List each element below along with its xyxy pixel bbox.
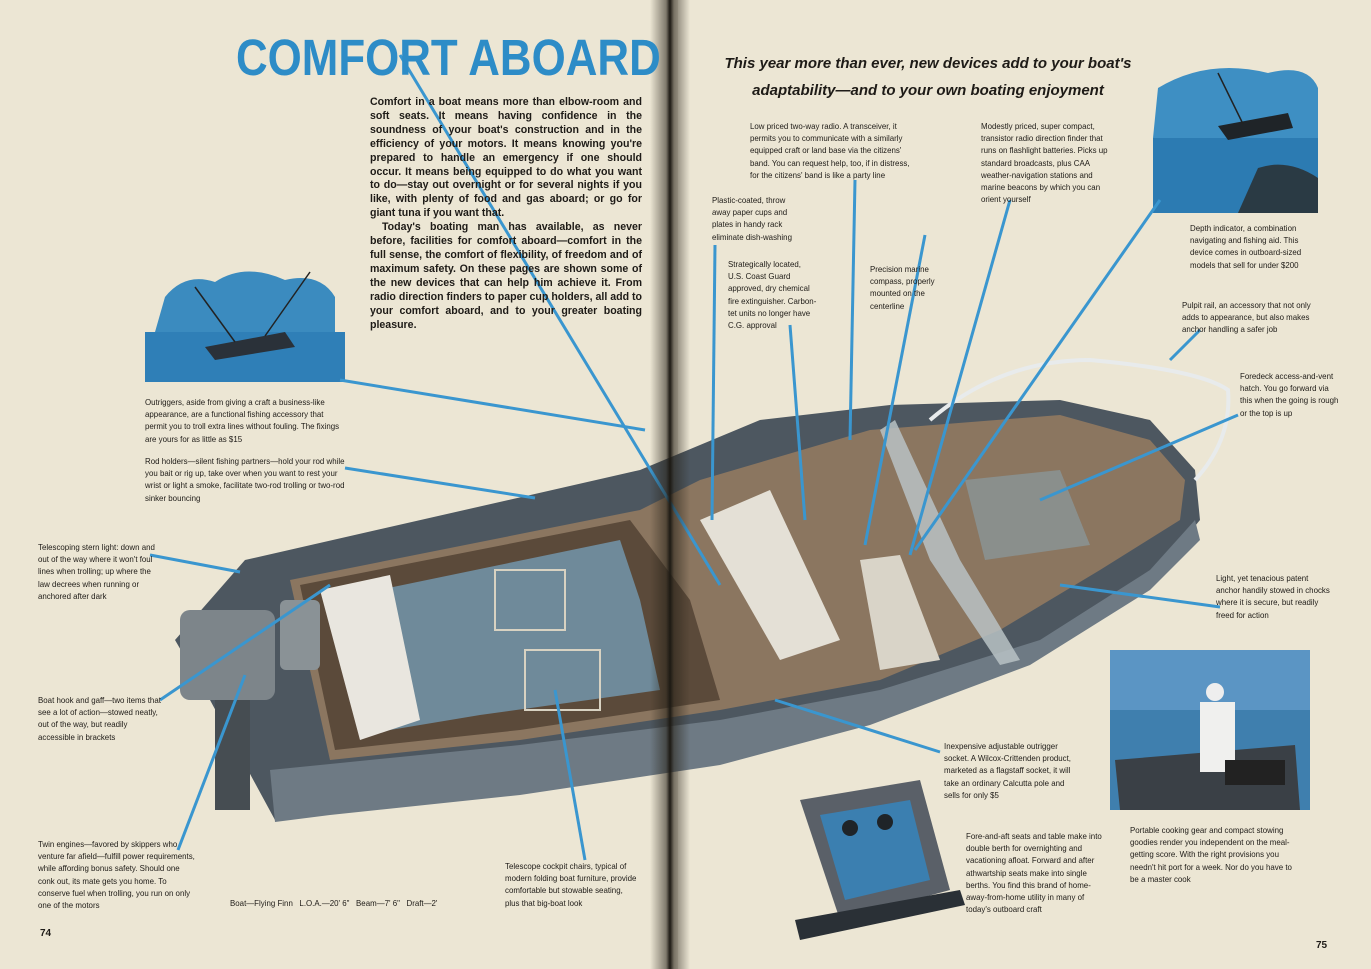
caption-paper-cups: Plastic-coated, throw away paper cups an… bbox=[712, 195, 792, 242]
cooking-gear-vignette bbox=[1110, 650, 1310, 810]
caption-direction-finder: Modestly priced, super compact, transist… bbox=[981, 121, 1108, 205]
page-number-right: 75 bbox=[1316, 940, 1328, 951]
caption-twin-engines: Twin engines—favored by skippers who ven… bbox=[38, 839, 195, 911]
caption-outriggers: Outriggers, aside from giving a craft a … bbox=[145, 397, 340, 444]
page-number-left: 74 bbox=[40, 928, 52, 939]
binding-gutter bbox=[650, 0, 690, 969]
depth-indicator-vignette bbox=[1153, 68, 1318, 213]
article-title: COMFORT ABOARD bbox=[236, 29, 661, 86]
caption-pulpit-rail: Pulpit rail, an accessory that not only … bbox=[1182, 300, 1311, 335]
intro-text: Comfort in a boat means more than elbow-… bbox=[370, 96, 642, 332]
outrigger-boat-vignette bbox=[145, 271, 345, 382]
caption-anchor: Light, yet tenacious patent anchor handi… bbox=[1216, 573, 1330, 620]
caption-extinguisher: Strategically located, U.S. Coast Guard … bbox=[728, 259, 817, 331]
caption-rod-holders: Rod holders—silent fishing partners—hold… bbox=[145, 456, 345, 503]
caption-boat-specs: Boat—Flying Finn L.O.A.—20' 6" Beam—7' 6… bbox=[230, 898, 438, 908]
caption-boat-hook: Boat hook and gaff—two items that see a … bbox=[38, 695, 161, 742]
caption-cooking-gear: Portable cooking gear and compact stowin… bbox=[1130, 825, 1292, 884]
intro-paragraph-1: Comfort in a boat means more than elbow-… bbox=[370, 96, 642, 220]
caption-telescope-chairs: Telescope cockpit chairs, typical of mod… bbox=[505, 861, 637, 908]
double-berth-vignette bbox=[795, 780, 965, 940]
article-subhead: This year more than ever, new devices ad… bbox=[724, 55, 1132, 99]
caption-foredeck-hatch: Foredeck access-and-vent hatch. You go f… bbox=[1240, 371, 1339, 418]
caption-stern-light: Telescoping stern light: down and out of… bbox=[38, 542, 155, 601]
caption-outrigger-socket: Inexpensive adjustable outrigger socket.… bbox=[944, 741, 1072, 800]
intro-paragraph-2: Today's boating man has available, as ne… bbox=[370, 221, 642, 331]
caption-compass: Precision marine compass, properly mount… bbox=[870, 264, 935, 311]
caption-radio: Low priced two-way radio. A transceiver,… bbox=[750, 121, 910, 180]
caption-seats-table: Fore-and-aft seats and table make into d… bbox=[966, 831, 1102, 915]
caption-depth-indicator: Depth indicator, a combination navigatin… bbox=[1190, 223, 1302, 270]
